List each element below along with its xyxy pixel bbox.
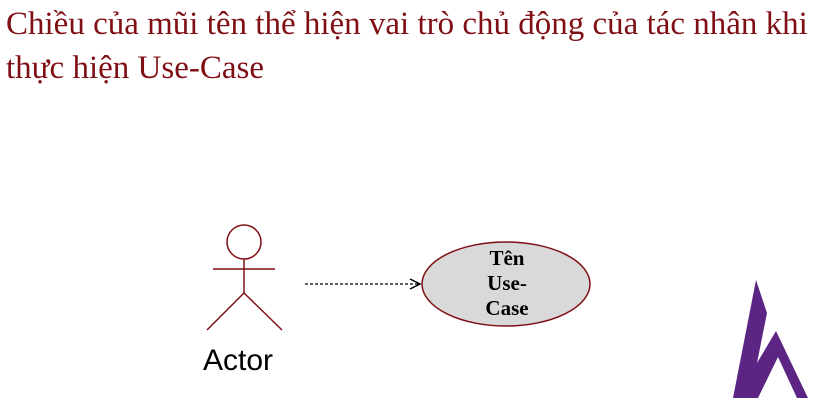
actor-label: Actor <box>203 344 274 377</box>
use-case-label-line: Case <box>485 296 529 320</box>
use-case-label-line: Tên <box>489 246 525 270</box>
use-case-label: Tên Use- Case <box>466 246 548 321</box>
slide-title: Chiều của mũi tên thể hiện vai trò chủ đ… <box>6 6 808 86</box>
use-case-ellipse <box>421 241 591 327</box>
dashed-arrow-connector <box>305 278 422 290</box>
h-logo-icon <box>733 280 808 398</box>
actor-stick-figure-icon <box>206 224 283 331</box>
use-case-label-line: Use- <box>487 271 527 295</box>
